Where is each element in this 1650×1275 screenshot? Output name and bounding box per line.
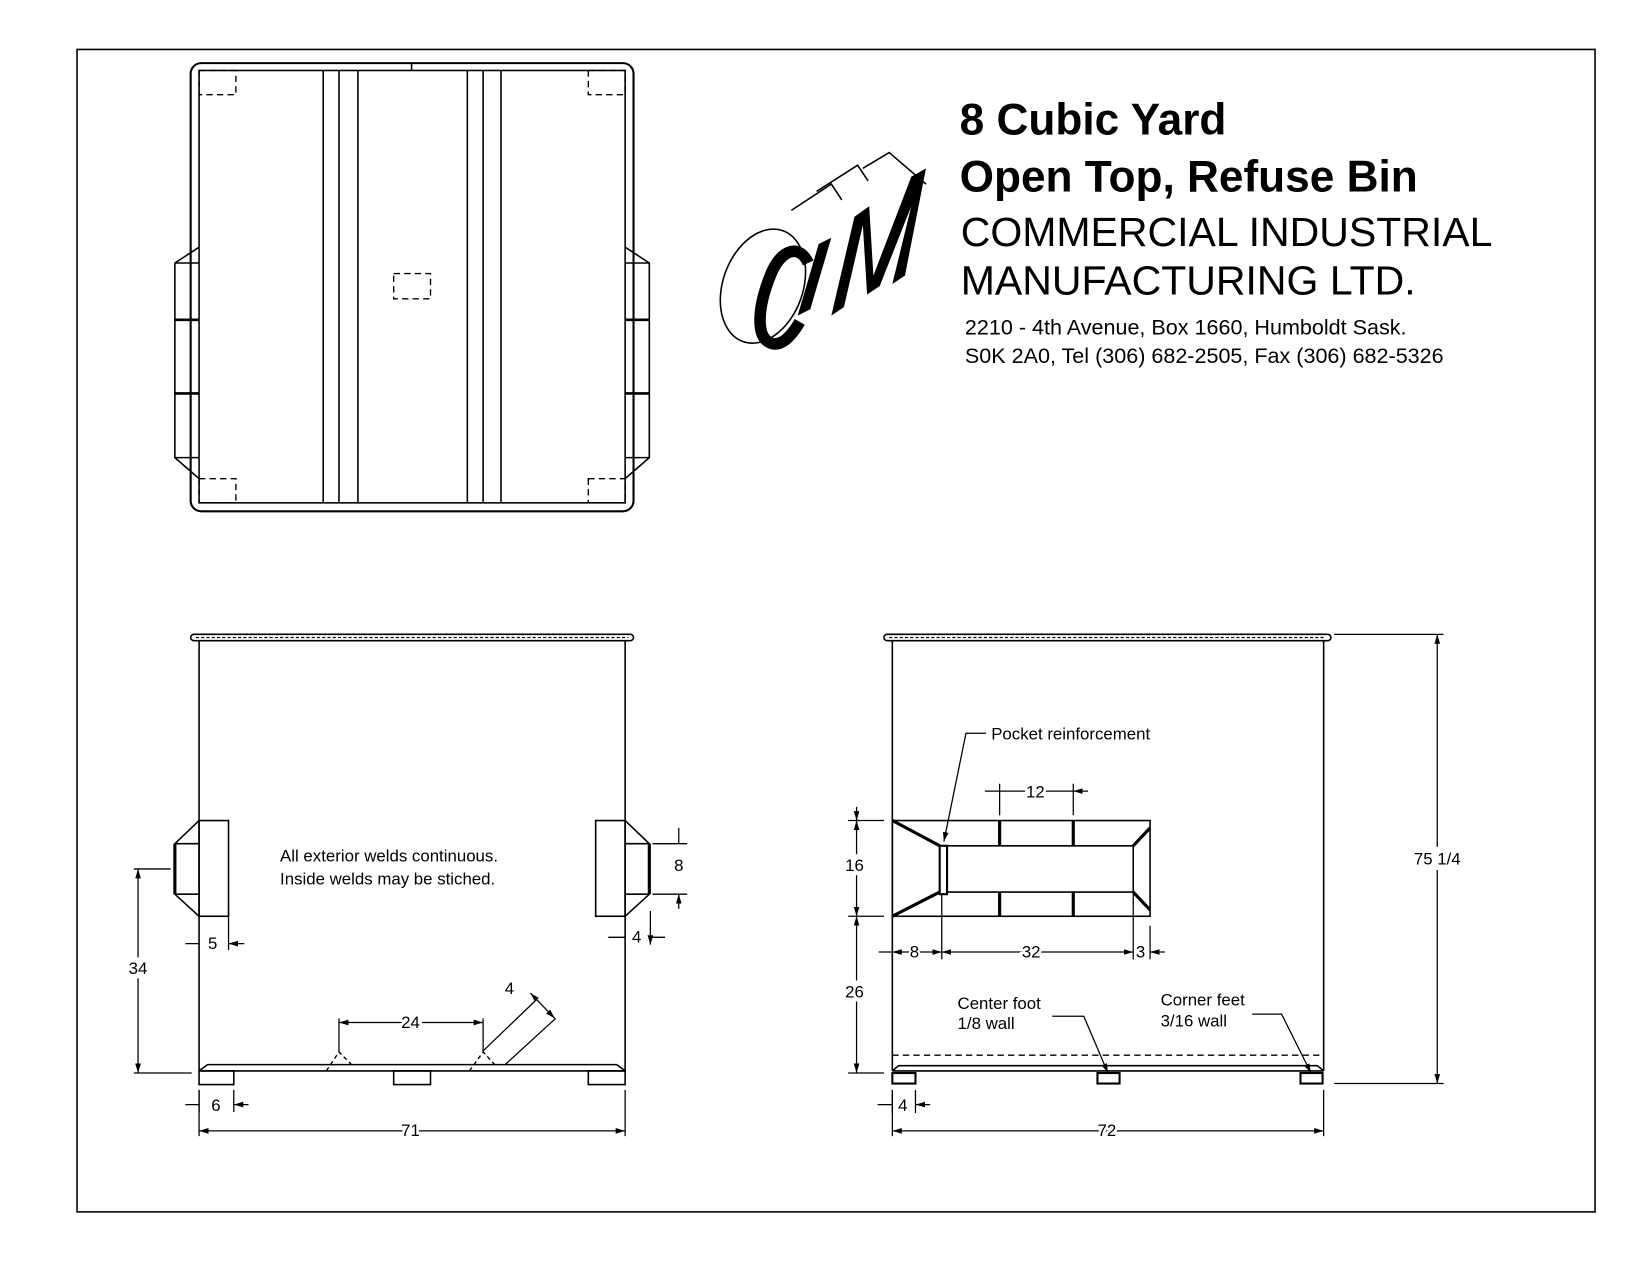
sheet-border xyxy=(76,48,1596,1213)
front-view xyxy=(124,633,687,1137)
dim-12: 12 xyxy=(1026,782,1045,801)
side-view xyxy=(841,633,1467,1137)
label-corner-feet-wall: 3/16 wall xyxy=(1161,1012,1227,1031)
logo-letter-i xyxy=(797,237,832,316)
dim-8-front: 8 xyxy=(674,856,683,875)
dim-6: 6 xyxy=(211,1096,220,1115)
dim-34: 34 xyxy=(129,959,148,978)
dim-16: 16 xyxy=(845,856,864,875)
address-line-1: 2210 - 4th Avenue, Box 1660, Humboldt Sa… xyxy=(965,315,1407,340)
logo-letter-c xyxy=(754,245,814,350)
address-line-2: S0K 2A0, Tel (306) 682-2505, Fax (306) 6… xyxy=(965,343,1444,368)
dim-3: 3 xyxy=(1136,942,1145,961)
label-pocket-reinforcement: Pocket reinforcement xyxy=(991,725,1150,744)
dim-5: 5 xyxy=(208,934,217,953)
dim-72: 72 xyxy=(1098,1121,1117,1140)
dim-4-front: 4 xyxy=(632,928,641,947)
dim-24: 24 xyxy=(401,1013,420,1032)
dim-32: 32 xyxy=(1022,942,1041,961)
dim-26: 26 xyxy=(845,982,864,1001)
title-line-2: Open Top, Refuse Bin xyxy=(960,152,1418,201)
label-center-foot: Center foot xyxy=(958,994,1042,1013)
company-name-1: COMMERCIAL INDUSTRIAL xyxy=(961,209,1493,255)
dim-71: 71 xyxy=(401,1121,420,1140)
logo-letter-m xyxy=(831,168,926,316)
company-name-2: MANUFACTURING LTD. xyxy=(961,258,1416,304)
cim-logo xyxy=(719,151,927,350)
weld-note-2: Inside welds may be stiched. xyxy=(280,870,495,889)
label-center-foot-wall: 1/8 wall xyxy=(958,1014,1015,1033)
weld-note-1: All exterior welds continuous. xyxy=(280,847,498,866)
top-view xyxy=(174,62,651,513)
dim-4-side: 4 xyxy=(898,1096,907,1115)
dim-75-1-4: 75 1/4 xyxy=(1414,850,1461,869)
label-corner-feet: Corner feet xyxy=(1161,991,1246,1010)
dim-4-gusset: 4 xyxy=(505,979,514,998)
title-line-1: 8 Cubic Yard xyxy=(960,96,1227,145)
dim-8-side: 8 xyxy=(910,942,919,961)
